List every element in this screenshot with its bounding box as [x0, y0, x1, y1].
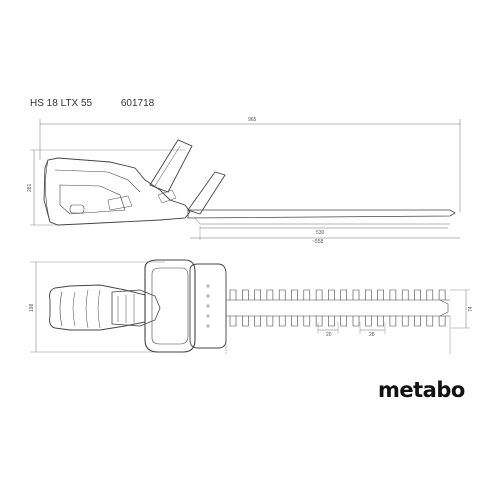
dim-blade-height: 74	[468, 306, 474, 312]
blade-tooth	[401, 289, 409, 327]
blade-tooth	[377, 289, 384, 327]
blade-tooth	[315, 289, 323, 327]
product-header: HS 18 LTX 55 601718	[30, 98, 180, 109]
blade-tooth	[242, 289, 249, 327]
blade-tooth	[328, 289, 335, 327]
dim-height: 281	[27, 183, 33, 192]
blade-tooth	[229, 289, 237, 327]
dim-tooth-spacing: 20	[326, 332, 332, 338]
dim-blade-length: ~558	[312, 239, 323, 245]
blade-tooth	[266, 289, 274, 327]
dim-total-length: 965	[248, 117, 257, 123]
blade-tooth	[414, 289, 421, 327]
brand-logo: metabo	[378, 378, 465, 402]
blade-tooth	[352, 289, 360, 327]
model-name: HS 18 LTX 55	[30, 98, 93, 109]
blade-tooth	[254, 289, 261, 327]
blade-tooth	[438, 289, 446, 327]
blade-tooth	[426, 289, 434, 327]
dim-width: 198	[29, 303, 35, 312]
dim-blade-cut-length: 530	[316, 230, 325, 236]
blade-tooth	[303, 289, 311, 327]
side-view: 965 281 530 ~558	[27, 117, 461, 245]
dim-tooth-pitch: 28	[369, 332, 375, 338]
blade-tooth	[340, 289, 347, 327]
blade-tooth	[278, 289, 286, 327]
blade-tooth	[291, 289, 298, 327]
blade-tooth	[365, 289, 372, 327]
article-number: 601718	[120, 98, 155, 109]
top-view: 198 74 20 28	[29, 259, 474, 354]
blade-tooth	[389, 289, 397, 327]
